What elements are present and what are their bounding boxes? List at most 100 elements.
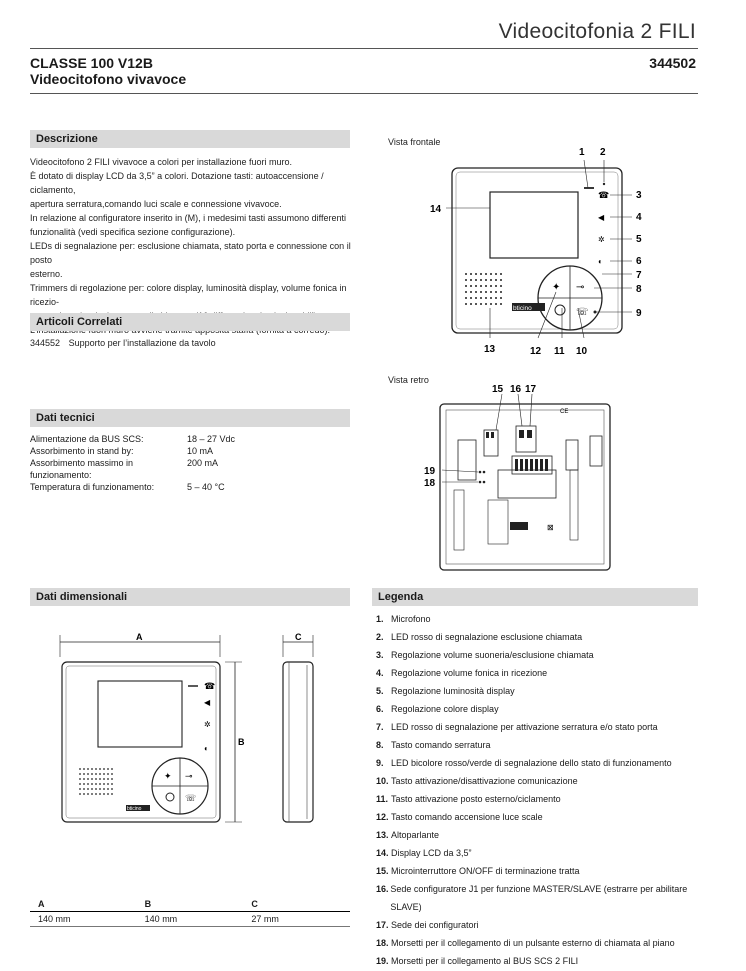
category-title: Videocitofonia 2 FILI: [498, 20, 696, 43]
legend-item: 3.Regolazione volume suoneria/esclusione…: [376, 646, 706, 664]
related-item-code: 344552: [30, 338, 61, 348]
speaker-grille: [465, 273, 502, 305]
related-item-text: Supporto per l’installazione da tavolo: [68, 338, 216, 348]
legend-text: Tasto comando serratura: [391, 740, 491, 750]
dim-value-c: 27 mm: [251, 914, 279, 924]
rear-device-outline: [439, 403, 611, 571]
svg-text:CE: CE: [560, 409, 568, 415]
svg-text:⊸: ⊸: [576, 282, 584, 293]
legend-number: 7.: [376, 722, 384, 732]
legend-text: Morsetti per il collegamento di un pulsa…: [391, 938, 675, 948]
label-num-3: 3: [636, 190, 642, 201]
spec-row: Assorbimento in stand by:10 mA: [30, 445, 360, 457]
svg-text:⊠: ⊠: [547, 523, 554, 532]
legend-text: Altoparlante: [391, 830, 440, 840]
legend-number: 18.: [376, 938, 389, 948]
spec-row: Assorbimento massimo in funzionamento: 20…: [30, 457, 360, 481]
dim-header-c: C: [251, 899, 258, 909]
legend-item: 10.Tasto attivazione/disattivazione comu…: [376, 772, 706, 790]
related-item: 344552 Supporto per l’installazione da t…: [30, 336, 216, 350]
section-dati-tecnici-title: Dati tecnici: [30, 409, 350, 427]
dimension-table-row: 140 mm 140 mm 27 mm: [30, 912, 350, 927]
legend-number: 1.: [376, 614, 384, 624]
description-line: Videocitofono 2 FILI vivavoce a colori p…: [30, 157, 292, 167]
description-line: In relazione al configuratore inserito i…: [30, 213, 346, 223]
svg-text:✦: ✦: [164, 771, 172, 781]
spec-value: 10 mA: [187, 446, 214, 456]
label-num-17: 17: [525, 384, 537, 395]
svg-text:✲: ✲: [204, 720, 211, 729]
vista-retro-caption: Vista retro: [388, 375, 429, 385]
legend-text: Regolazione volume fonica in ricezione: [391, 668, 548, 678]
legend-number: 10.: [376, 776, 389, 786]
label-num-2: 2: [600, 147, 606, 158]
legend-list: 1. Microfono 2. LED rosso di segnalazione e…: [376, 610, 706, 970]
spec-value: 18 – 27 Vdc: [187, 434, 236, 444]
label-num-9: 9: [636, 308, 642, 319]
legend-item: 2. LED rosso di segnalazione esclusione c…: [376, 628, 706, 646]
legend-number: 17.: [376, 920, 389, 930]
legend-text: Regolazione colore display: [391, 704, 499, 714]
legend-item: 19.Morsetti per il collegamento al BUS S…: [376, 952, 706, 970]
legend-text: Regolazione luminosità display: [391, 686, 515, 696]
speaker-grille-small: [79, 768, 113, 795]
description-line: È dotato di display LCD da 3,5” a colori…: [30, 171, 324, 195]
description-line: Trimmers di regolazione per: colore disp…: [30, 283, 347, 307]
label-num-12: 12: [530, 346, 542, 357]
dim-value-b: 140 mm: [144, 914, 178, 924]
section-dati-dimensionali-title: Dati dimensionali: [30, 588, 350, 606]
legend-text: Microinterruttore ON/OFF di terminazione…: [391, 866, 580, 876]
label-num-10: 10: [576, 346, 588, 357]
legend-text: Microfono: [391, 614, 431, 624]
device-side-outline: [282, 661, 314, 823]
legend-text: LED rosso di segnalazione per attivazion…: [391, 722, 658, 732]
legend-text: Morsetti per il collegamento al BUS SCS …: [391, 956, 579, 966]
svg-text:✦: ✦: [552, 282, 560, 293]
legend-item: 15.Microinterruttore ON/OFF di terminazi…: [376, 862, 706, 880]
label-num-7: 7: [636, 270, 642, 281]
svg-text:◐: ◐: [598, 257, 603, 266]
svg-text:◐: ◐: [204, 744, 209, 753]
legend-item: 18.Morsetti per il collegamento di un pu…: [376, 934, 706, 952]
header-rule-bottom: [30, 93, 698, 94]
display-outline: [97, 680, 183, 748]
legend-item: 17.Sede dei configuratori: [376, 916, 706, 934]
model-name: CLASSE 100 V12B: [30, 55, 153, 71]
legend-item: 4.Regolazione volume fonica in ricezione: [376, 664, 706, 682]
label-num-11: 11: [554, 346, 565, 357]
legend-number: 14.: [376, 848, 389, 858]
legend-text: LED rosso di segnalazione esclusione chi…: [391, 632, 583, 642]
label-num-1: 1: [579, 147, 585, 158]
label-num-16: 16: [510, 384, 522, 395]
product-subtitle: Videocitofono vivavoce: [30, 71, 187, 87]
header-rule: [30, 48, 698, 49]
svg-text:◀: ◀: [204, 698, 211, 707]
dim-value-a: 140 mm: [38, 914, 71, 924]
spec-value: 5 – 40 °C: [187, 482, 225, 492]
spec-row: Alimentazione da BUS SCS: 18 – 27 Vdc: [30, 433, 360, 445]
svg-text:☎: ☎: [204, 681, 215, 691]
vista-frontale-caption: Vista frontale: [388, 137, 441, 147]
legend-item: 13.Altoparlante: [376, 826, 706, 844]
rear-view-drawing: ⊠ CE 15 16 17 18 19: [424, 384, 611, 571]
legend-text: Tasto attivazione posto esterno/ciclamen…: [391, 794, 561, 804]
legend-number: 12.: [376, 812, 389, 822]
legend-item: 7. LED rosso di segnalazione per attivazi…: [376, 718, 706, 736]
description-line: esterno.: [30, 269, 63, 279]
spec-key: Assorbimento massimo in funzionamento:: [30, 458, 134, 480]
label-num-18: 18: [424, 478, 436, 489]
dimension-table: A B C 140 mm 140 mm 27 mm: [30, 897, 350, 927]
dim-b-label: B: [238, 737, 245, 747]
brand-logo: bticino: [513, 305, 532, 312]
spec-value: 200 mA: [187, 458, 219, 468]
spec-key: Alimentazione da BUS SCS:: [30, 434, 144, 444]
label-num-6: 6: [636, 256, 642, 267]
description-line: funzionalità (vedi specifica sezione con…: [30, 227, 236, 237]
legend-number: 6.: [376, 704, 384, 714]
legend-number: 8.: [376, 740, 384, 750]
front-display: [489, 191, 579, 259]
legend-number: 2.: [376, 632, 384, 642]
dim-a-label: A: [136, 632, 143, 642]
dimension-table-header: A B C: [30, 897, 350, 912]
legend-item: 11.Tasto attivazione posto esterno/cicla…: [376, 790, 706, 808]
